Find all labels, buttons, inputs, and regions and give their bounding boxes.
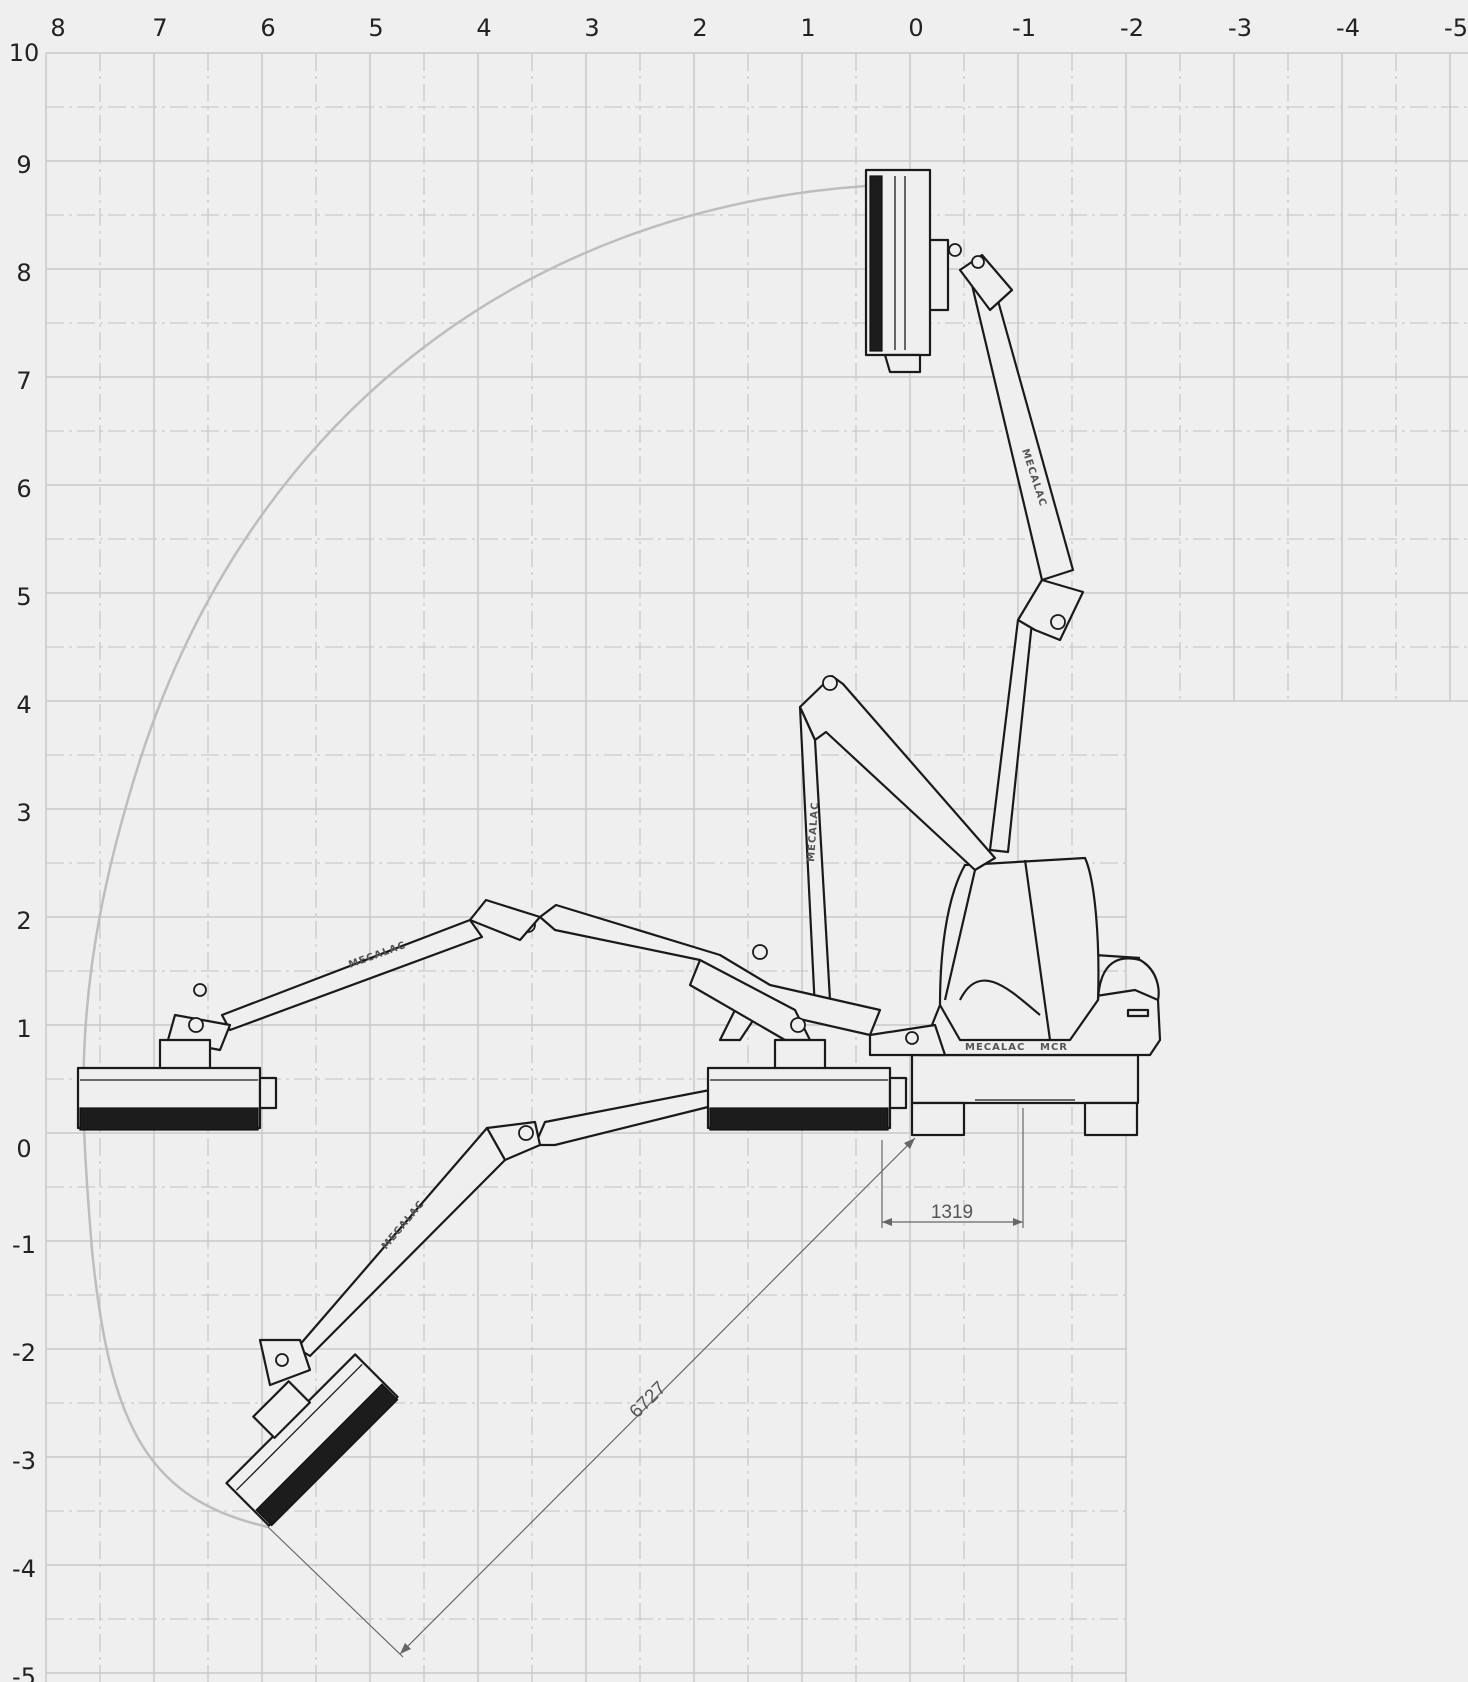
x-tick-label: -2 [1120, 14, 1144, 42]
mower-middle [706, 1038, 908, 1131]
y-tick-label: 2 [16, 907, 31, 935]
x-tick-label: 8 [50, 14, 65, 42]
x-tick-label: -3 [1228, 14, 1252, 42]
dimension-radius-label: 6727 [626, 1378, 671, 1423]
arm-lower: MECALAC [258, 1088, 714, 1387]
cab-logo: MECALAC [965, 1042, 1025, 1053]
arm-vertical: MECALAC MECALAC [798, 168, 1085, 1012]
x-tick-label: 2 [692, 14, 707, 42]
cab-model: MCR [1040, 1042, 1068, 1053]
y-tick-label: 1 [16, 1015, 31, 1043]
y-tick-label: 5 [16, 583, 31, 611]
y-tick-label: 0 [16, 1135, 31, 1163]
reach-envelope [82, 184, 867, 1529]
arm-horizontal: MECALAC [166, 898, 882, 1052]
carrier-machine: MECALAC MCR [868, 856, 1162, 1137]
y-tick-label: 7 [16, 367, 31, 395]
y-tick-label: -2 [12, 1339, 36, 1367]
y-tick-label: -3 [12, 1447, 36, 1475]
y-tick-label: -5 [12, 1663, 36, 1682]
x-tick-label: 5 [368, 14, 383, 42]
x-tick-label: 6 [260, 14, 275, 42]
x-tick-label: 7 [152, 14, 167, 42]
y-tick-label: 6 [16, 475, 31, 503]
x-tick-label: -5 [1444, 14, 1468, 42]
y-tick-label: -4 [12, 1555, 36, 1583]
y-tick-label: 10 [9, 39, 40, 67]
dimension-horizontal: 1319 [881, 1108, 1024, 1228]
x-tick-label: -4 [1336, 14, 1360, 42]
x-tick-label: 3 [584, 14, 599, 42]
y-tick-label: 3 [16, 799, 31, 827]
mower-left [76, 1038, 278, 1131]
x-tick-label: 1 [800, 14, 815, 42]
x-tick-label: -1 [1012, 14, 1036, 42]
y-tick-label: 4 [16, 691, 31, 719]
y-tick-label: 9 [16, 151, 31, 179]
y-tick-label: -1 [12, 1231, 36, 1259]
dimension-horizontal-label: 1319 [931, 1202, 973, 1223]
vertical-post-logo: MECALAC [806, 801, 821, 862]
x-tick-label: 4 [476, 14, 491, 42]
mower-diagonal [225, 1353, 399, 1527]
grid [45, 52, 1468, 1682]
x-axis-ticks: 8 7 6 5 4 3 2 1 0 -1 -2 -3 -4 -5 [50, 14, 1468, 42]
x-tick-label: 0 [908, 14, 923, 42]
y-tick-label: 8 [16, 259, 31, 287]
